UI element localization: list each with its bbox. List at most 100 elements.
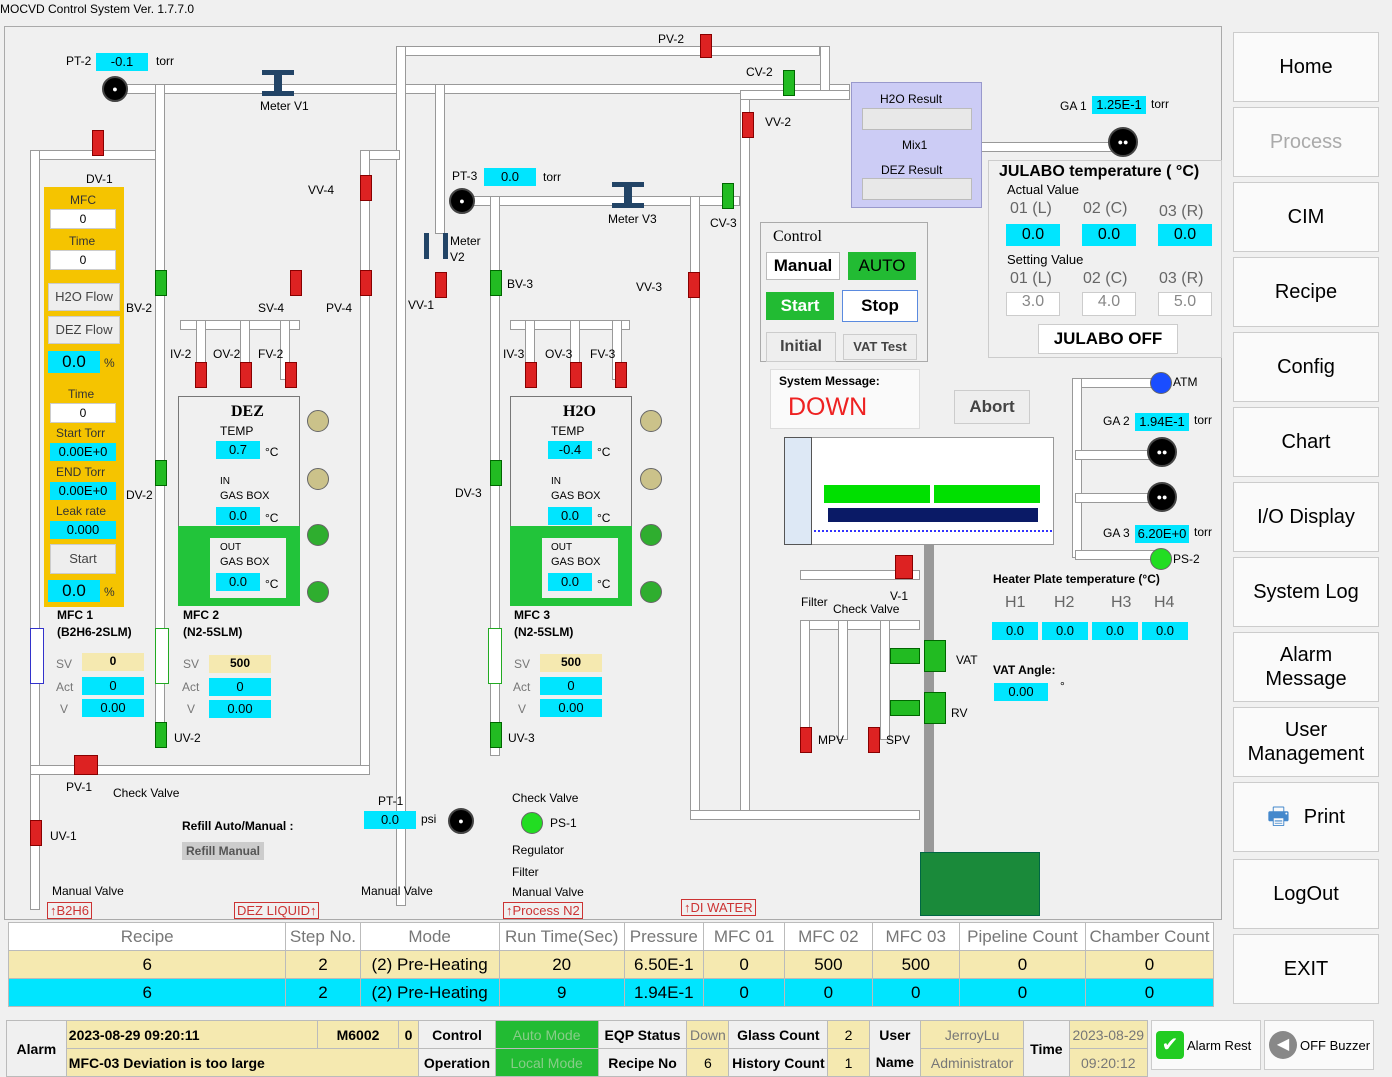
nav-home-button[interactable]: Home: [1233, 32, 1379, 102]
valve-uv2[interactable]: [155, 722, 167, 748]
nav-exit-button[interactable]: EXIT: [1233, 934, 1379, 1004]
nav-cim-button[interactable]: CIM: [1233, 182, 1379, 252]
valve-spv[interactable]: [868, 727, 880, 753]
nav-process-button[interactable]: Process: [1233, 107, 1379, 177]
nav-label: Alarm Message: [1265, 644, 1347, 690]
mfc3-sv-value[interactable]: 500: [540, 654, 602, 672]
col-mfc02: MFC 02: [784, 922, 873, 951]
vat-angle-value: 0.00: [994, 683, 1048, 701]
julabo-set-1[interactable]: 3.0: [1006, 292, 1060, 316]
start-button[interactable]: Start: [766, 292, 834, 320]
valve-pv1[interactable]: [74, 755, 98, 775]
leak-test-start-button[interactable]: Start: [50, 544, 116, 574]
julabo-actual-label: Actual Value: [1007, 182, 1080, 197]
valve-sv4[interactable]: [290, 270, 302, 296]
ps2-label: PS-2: [1173, 552, 1200, 566]
valve-pv4[interactable]: [360, 270, 372, 296]
mix1-label: Mix1: [902, 138, 928, 152]
valve-uv3[interactable]: [490, 722, 502, 748]
abort-button[interactable]: Abort: [954, 390, 1030, 424]
julabo-off-button[interactable]: JULABO OFF: [1038, 324, 1178, 354]
leak-time-input[interactable]: 0: [50, 403, 116, 423]
dez-title: DEZ: [231, 403, 264, 420]
history-count-value: 1: [827, 1048, 870, 1077]
valve-fv3[interactable]: [615, 362, 627, 388]
vat-test-button[interactable]: VAT Test: [843, 334, 917, 360]
refill-manual-button[interactable]: Refill Manual: [182, 842, 264, 860]
valve-cv3[interactable]: [722, 183, 734, 209]
heater-block-1: [824, 485, 930, 503]
nav-system-log-button[interactable]: System Log: [1233, 557, 1379, 627]
valve-dv2[interactable]: [155, 460, 167, 486]
valve-v1[interactable]: [895, 555, 913, 579]
valve-vv1[interactable]: [435, 272, 447, 298]
mfc2-act-value: 0: [209, 678, 271, 696]
valve-iv3[interactable]: [525, 362, 537, 388]
dez-out-gasbox-label: GAS BOX: [220, 556, 270, 568]
valve-dv1[interactable]: [92, 130, 104, 156]
valve-cv3-label: CV-3: [710, 216, 737, 230]
col-pipeline: Pipeline Count: [958, 922, 1086, 951]
date-value: 2023-08-29: [1068, 1020, 1149, 1049]
nav-alarm-message-button[interactable]: Alarm Message: [1233, 632, 1379, 702]
valve-ov3[interactable]: [570, 362, 582, 388]
mfc-input[interactable]: 0: [50, 209, 116, 229]
meter-v3-icon: [612, 182, 644, 208]
table-header-row: Recipe Step No. Mode Run Time(Sec) Press…: [7, 922, 1215, 951]
valve-pv2-label: PV-2: [658, 32, 685, 46]
valve-vat[interactable]: [924, 640, 946, 672]
valve-rv[interactable]: [924, 692, 946, 724]
valve-mpv[interactable]: [800, 727, 812, 753]
h2o-out-label: OUT: [551, 542, 573, 553]
stop-button[interactable]: Stop: [842, 290, 918, 322]
pt1-gauge-icon: ●: [448, 808, 474, 834]
valve-uv1[interactable]: [30, 820, 42, 846]
julabo-set-3[interactable]: 5.0: [1158, 292, 1212, 316]
manual-mode-button[interactable]: Manual: [766, 252, 840, 280]
valve-v1-label: V-1: [890, 589, 909, 603]
leak-rate-label: Leak rate: [56, 504, 107, 518]
mfc2-sv-value[interactable]: 500: [209, 655, 271, 673]
valve-fv2[interactable]: [285, 362, 297, 388]
table-cell: 0: [871, 978, 960, 1007]
dez-level-4-indicator: [307, 581, 329, 603]
history-count-label: History Count: [728, 1048, 829, 1077]
nav-chart-button[interactable]: Chart: [1233, 407, 1379, 477]
pt3-gauge-icon: ●: [449, 188, 475, 214]
nav-recipe-button[interactable]: Recipe: [1233, 257, 1379, 327]
nav-print-button[interactable]: 🖶Print: [1233, 782, 1379, 852]
valve-pv2[interactable]: [700, 34, 712, 58]
dez-temp-unit: °C: [265, 445, 279, 459]
nav-user-management-button[interactable]: User Management: [1233, 707, 1379, 777]
valve-cv2[interactable]: [783, 70, 795, 96]
mfc1-sv-value[interactable]: 0: [82, 653, 144, 671]
auto-mode-button[interactable]: AUTO: [848, 252, 916, 280]
julabo-set-2[interactable]: 4.0: [1082, 292, 1136, 316]
initial-button[interactable]: Initial: [766, 332, 836, 362]
h2o-flow-button[interactable]: H2O Flow: [48, 283, 120, 311]
valve-bv2[interactable]: [155, 270, 167, 296]
alarm-reset-button[interactable]: ✔ Alarm Rest: [1151, 1020, 1261, 1070]
h2o-level-4-indicator: [640, 581, 662, 603]
dez-out-value: 0.0: [216, 573, 260, 591]
valve-vv4[interactable]: [360, 175, 372, 201]
time-input[interactable]: 0: [50, 250, 116, 270]
valve-vv3[interactable]: [688, 272, 700, 298]
dez-flow-button[interactable]: DEZ Flow: [48, 316, 120, 344]
heater-plate-title: Heater Plate temperature (°C): [993, 572, 1160, 586]
nav-logout-button[interactable]: LogOut: [1233, 859, 1379, 929]
nav-config-button[interactable]: Config: [1233, 332, 1379, 402]
nav-label: Recipe: [1274, 281, 1338, 303]
nav-i-o-display-button[interactable]: I/O Display: [1233, 482, 1379, 552]
valve-vv2[interactable]: [742, 112, 754, 138]
valve-iv2[interactable]: [195, 362, 207, 388]
valve-dv3[interactable]: [490, 460, 502, 486]
off-buzzer-button[interactable]: ◀ OFF Buzzer: [1264, 1020, 1374, 1070]
nav-label: Config: [1277, 356, 1335, 378]
valve-bv3[interactable]: [490, 270, 502, 296]
h2o-temp-label: TEMP: [551, 424, 585, 438]
valve-ov2[interactable]: [240, 362, 252, 388]
h2o-title: H2O: [563, 403, 596, 420]
vat-angle-label: VAT Angle:: [993, 663, 1056, 677]
nav-label: System Log: [1253, 581, 1359, 603]
